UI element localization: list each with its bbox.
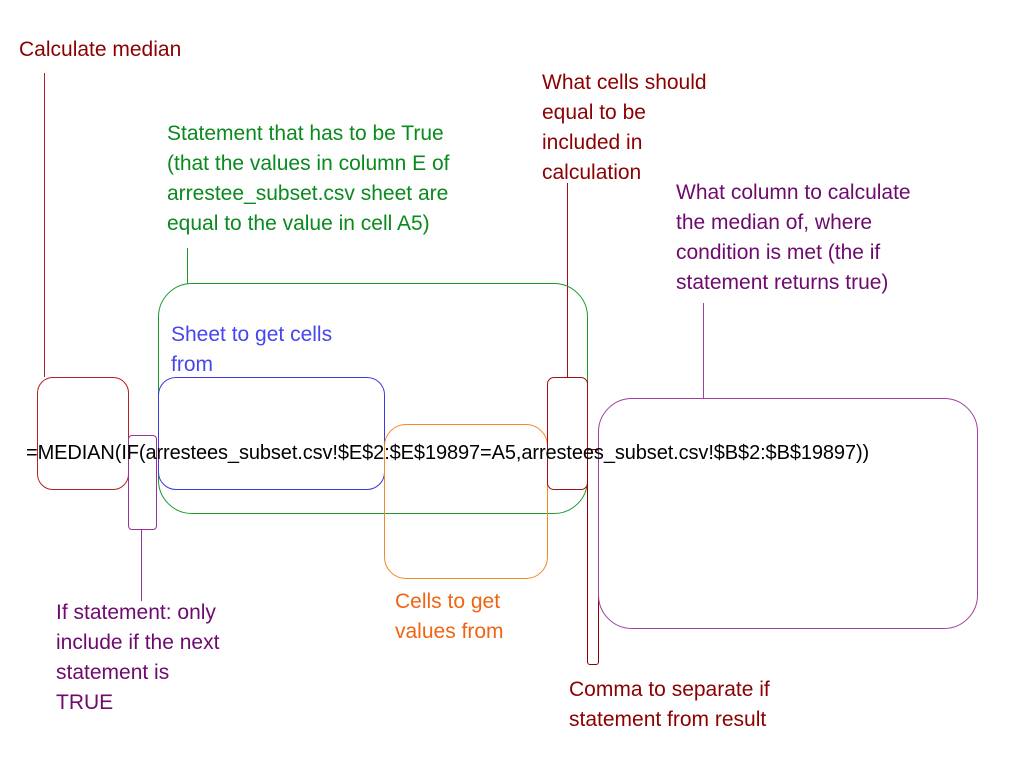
result-column-label: What column to calculate the median of, … (676, 181, 911, 294)
statement-label: Statement that has to be True (that the … (167, 122, 450, 235)
comma-label: Comma to separate if statement from resu… (569, 678, 770, 731)
equal-connector-line (567, 183, 568, 377)
median-box (37, 377, 129, 490)
formula-text: =MEDIAN(IF(arrestees_subset.csv!$E$2:$E$… (26, 442, 870, 464)
median-connector-line (44, 73, 45, 377)
if-box (128, 435, 157, 530)
cells-values-label: Cells to get values from (395, 590, 504, 643)
sheet-label: Sheet to get cells from (171, 323, 333, 376)
result-connector-line (703, 303, 704, 399)
cells-box (384, 424, 548, 579)
median-label: Calculate median (19, 38, 182, 61)
statement-connector-line (187, 248, 188, 284)
sheet-box (158, 377, 385, 490)
equal-cells-label: What cells should equal to be included i… (542, 71, 707, 184)
equal-box (547, 377, 588, 490)
if-connector-line (141, 529, 142, 601)
result-box (598, 398, 978, 629)
if-statement-label: If statement: only include if the next s… (56, 601, 220, 714)
